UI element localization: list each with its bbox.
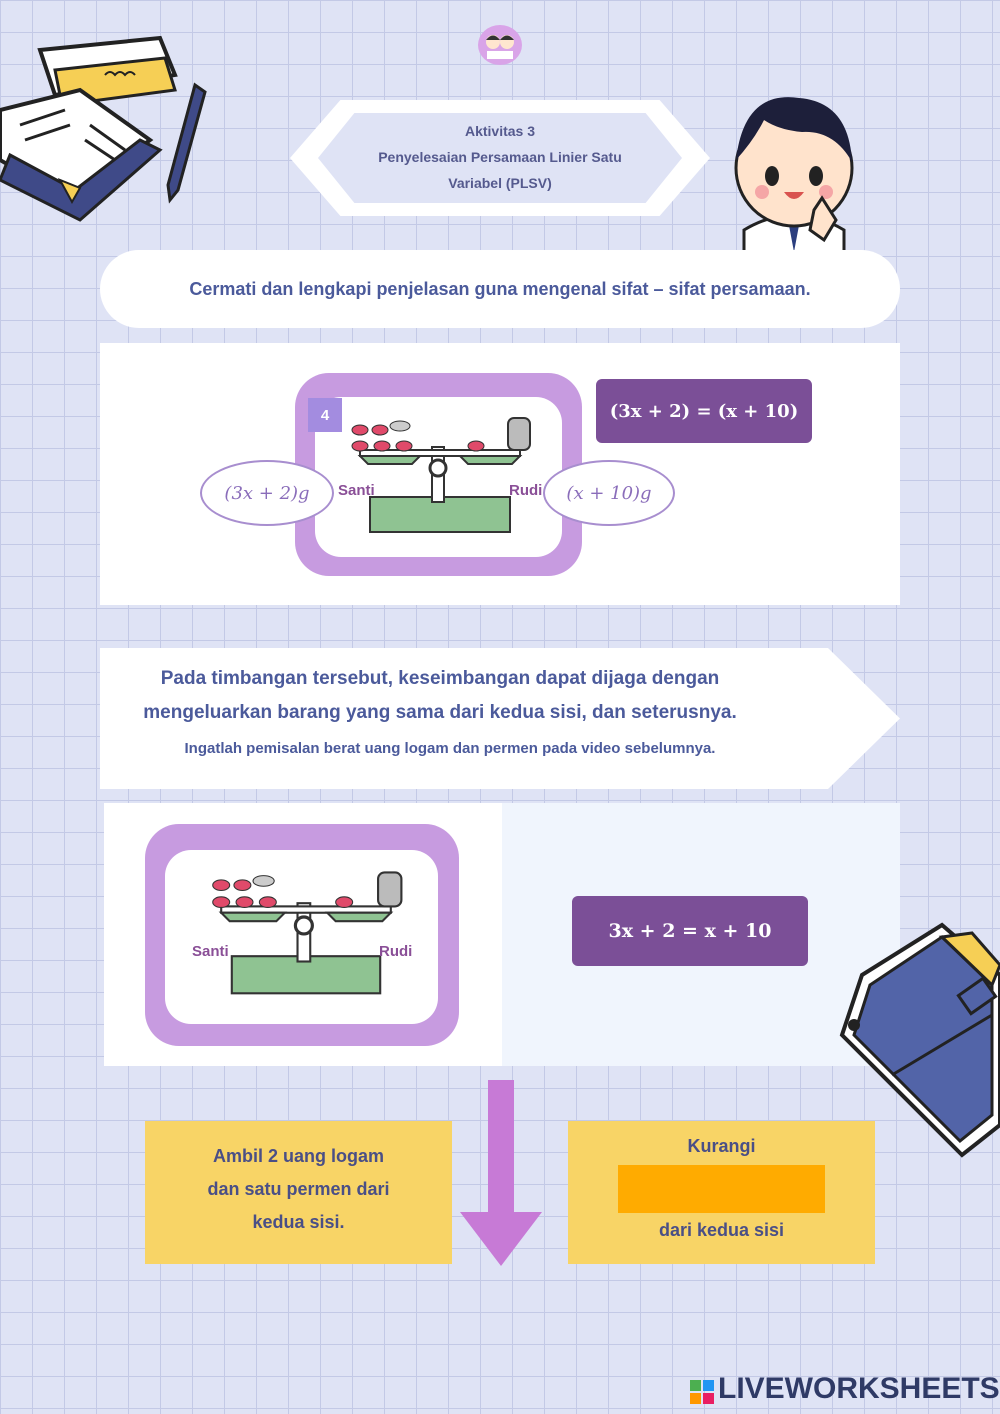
left-weight-bubble: (3x + 2)g [200, 460, 334, 526]
notebook-sticker-icon [839, 922, 1000, 1158]
equation-text-2: 3x + 2 = x + 10 [608, 920, 772, 942]
explanation-banner [100, 648, 900, 789]
left-weight-text: (3x + 2)g [224, 482, 310, 504]
step-right-title: Kurangi [687, 1136, 756, 1156]
balance-scale-icon [351, 417, 531, 533]
books-sticker-icon [0, 35, 207, 222]
step-left-line-1: Ambil 2 uang logam [212, 1146, 385, 1166]
left-name-label-2: Santi [192, 943, 229, 960]
explanation-line-2: mengeluarkan barang yang sama dari kedua… [143, 702, 737, 723]
right-weight-bubble: (x + 10)g [543, 460, 675, 526]
explanation-note: Ingatlah pemisalan berat uang logam dan … [184, 740, 716, 757]
step-left-text: Ambil 2 uang logam dan satu permen dari … [145, 1140, 452, 1239]
boy-character-icon [734, 97, 854, 252]
equation-box-1: (3x + 2) = (x + 10) [596, 379, 812, 443]
step-right-suffix: dari kedua sisi [658, 1220, 785, 1240]
liveworksheets-logo-icon [690, 1380, 714, 1404]
down-arrow-icon [460, 1080, 542, 1266]
step-left-box [145, 1121, 452, 1264]
step-left-line-3: kedua sisi. [252, 1212, 345, 1232]
activity-title: Aktivitas 3 Penyelesaian Persamaan Linie… [340, 118, 660, 196]
card-number-badge: 4 [308, 398, 342, 432]
title-line-2: Penyelesaian Persamaan Linier Satu [378, 149, 622, 165]
instruction-text: Cermati dan lengkapi penjelasan guna men… [189, 278, 811, 299]
balance-scale-icon-2 [212, 871, 403, 995]
liveworksheets-brand-text: LIVEWORKSHEETS [718, 1372, 1000, 1405]
explanation-line-1: Pada timbangan tersebut, keseimbangan da… [160, 668, 720, 689]
explanation-paragraph: Pada timbangan tersebut, keseimbangan da… [110, 662, 770, 730]
answer-input-field[interactable] [618, 1165, 825, 1213]
scale-card-2 [145, 824, 459, 1046]
right-name-label: Rudi [509, 482, 543, 499]
instruction-banner: Cermati dan lengkapi penjelasan guna men… [100, 250, 900, 328]
title-hexagon-inner [318, 113, 682, 203]
title-line-1: Aktivitas 3 [464, 123, 536, 139]
equation-box-2: 3x + 2 = x + 10 [572, 896, 808, 966]
right-name-label-2: Rudi [379, 943, 413, 960]
title-line-3: Variabel (PLSV) [448, 175, 552, 191]
left-name-label: Santi [338, 482, 375, 499]
logo-icon [478, 25, 522, 65]
step-left-line-2: dan satu permen dari [207, 1179, 390, 1199]
right-weight-text: (x + 10)g [566, 482, 652, 504]
equation-text-1: (3x + 2) = (x + 10) [609, 400, 799, 422]
